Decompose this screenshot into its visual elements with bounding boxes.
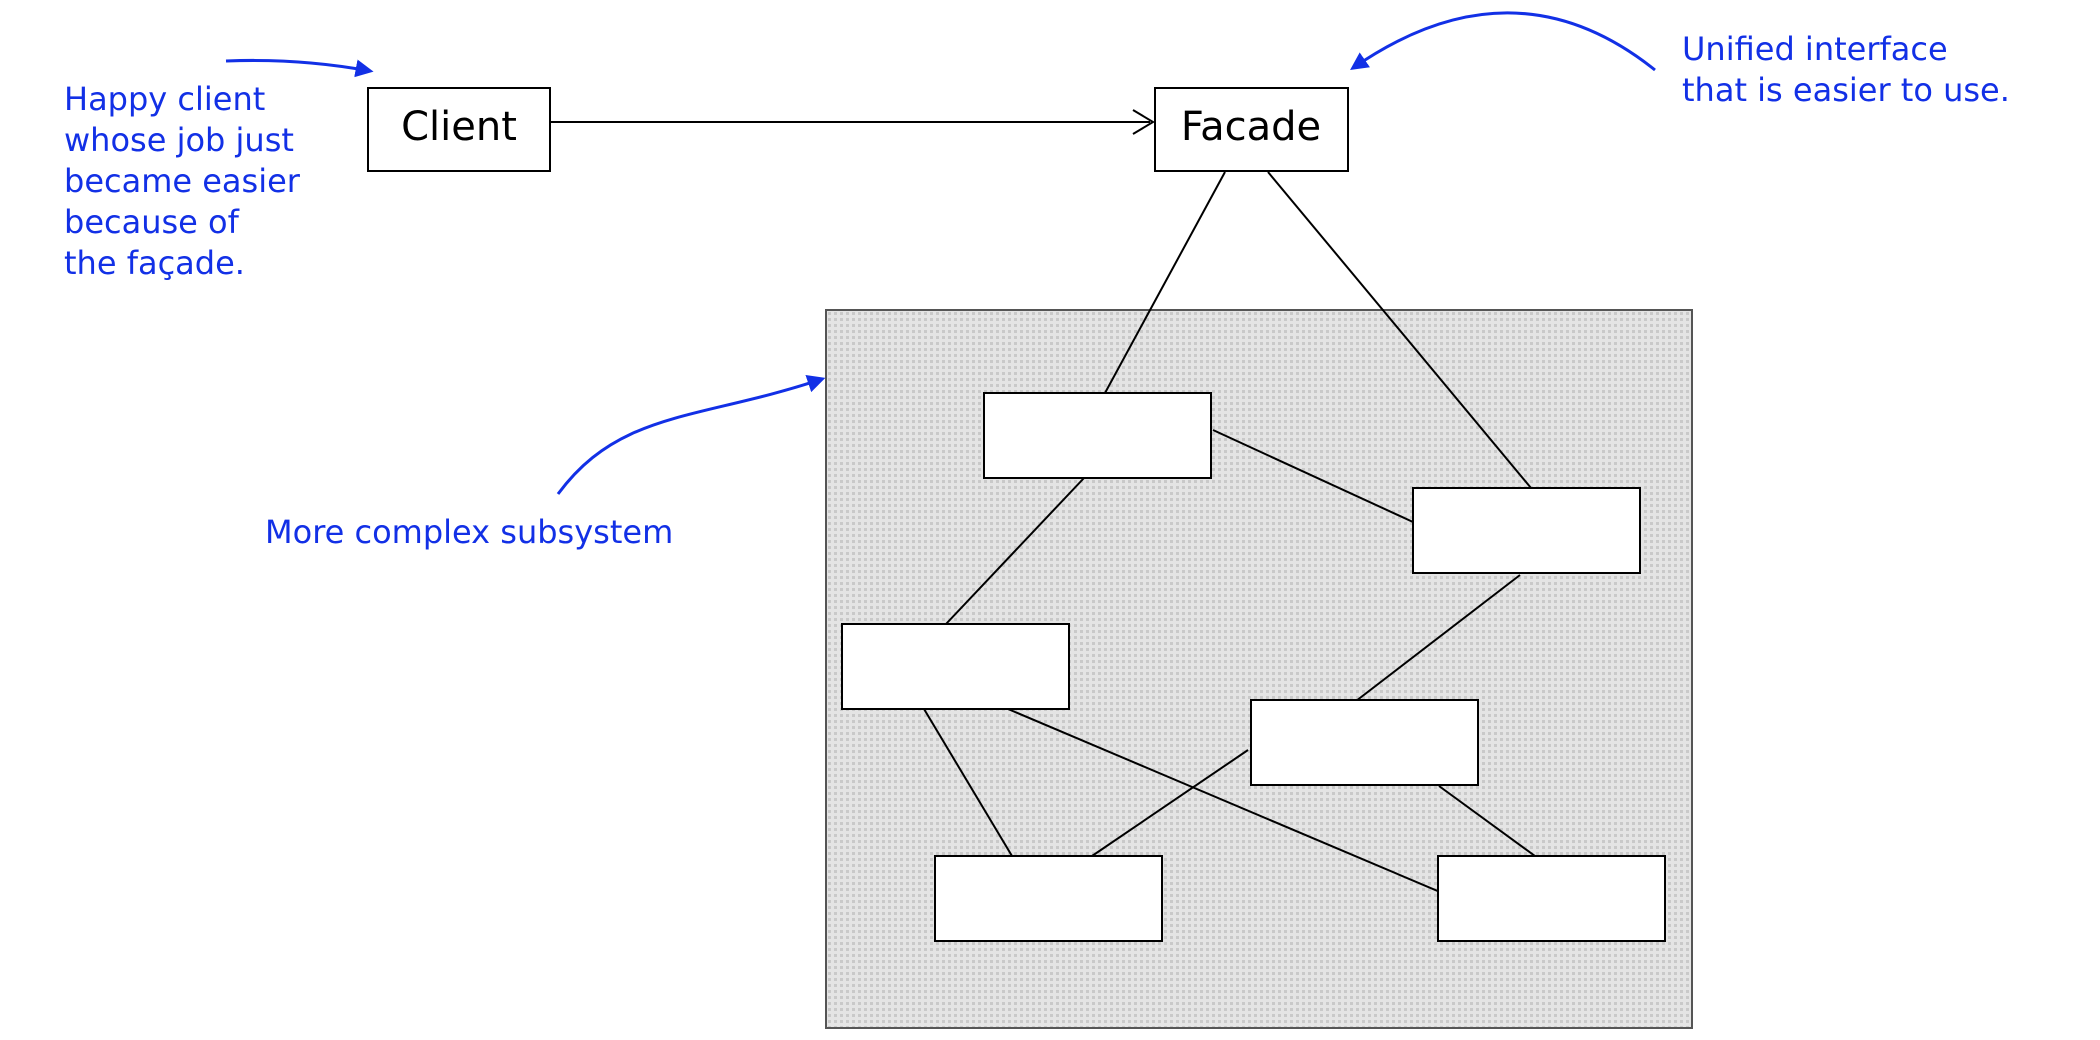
subsystem-class-f: [1437, 855, 1666, 942]
subsystem-class-a: [983, 392, 1212, 479]
subsystem-c-to-f-line: [1007, 708, 1441, 893]
client-note-line-3: became easier: [64, 162, 301, 200]
facade-arrowhead: [1132, 109, 1155, 135]
client-note-arrow: [225, 58, 374, 78]
facade-label: Facade: [1181, 104, 1321, 150]
client-note-line-2: whose job just: [64, 121, 294, 159]
subsystem-d-to-e-line: [1091, 749, 1249, 857]
subsystem-c-to-e-line: [923, 708, 1013, 857]
subsystem-class-b: [1412, 487, 1641, 574]
client-note-line-4: because of: [64, 203, 240, 241]
subsystem-a-to-b-line: [1212, 429, 1414, 523]
client-note-line-1: Happy client: [64, 80, 265, 118]
facade-to-subsystem-a-line: [1104, 171, 1226, 394]
subsystem-class-d: [1250, 699, 1479, 786]
subsystem-note-arrow: [556, 375, 826, 495]
subsystem-note: More complex subsystem: [265, 513, 673, 551]
subsystem-b-to-d-line: [1355, 574, 1521, 702]
subsystem-class-e: [934, 855, 1163, 942]
facade-note-arrow: [1350, 11, 1656, 72]
facade-box: Facade: [1154, 87, 1349, 172]
connections: [551, 109, 1536, 893]
subsystem-d-to-f-line: [1438, 785, 1536, 857]
client-note: Happy client whose job just became easie…: [64, 80, 310, 282]
facade-note: Unified interface that is easier to use.: [1682, 30, 2010, 109]
facade-to-subsystem-b-line: [1267, 171, 1532, 489]
subsystem-a-to-c-line: [945, 477, 1085, 625]
client-note-line-5: the façade.: [64, 244, 245, 282]
client-label: Client: [401, 104, 517, 150]
facade-note-line-1: Unified interface: [1682, 30, 1948, 68]
client-box: Client: [367, 87, 551, 172]
facade-note-line-2: that is easier to use.: [1682, 71, 2010, 109]
subsystem-class-c: [841, 623, 1070, 710]
